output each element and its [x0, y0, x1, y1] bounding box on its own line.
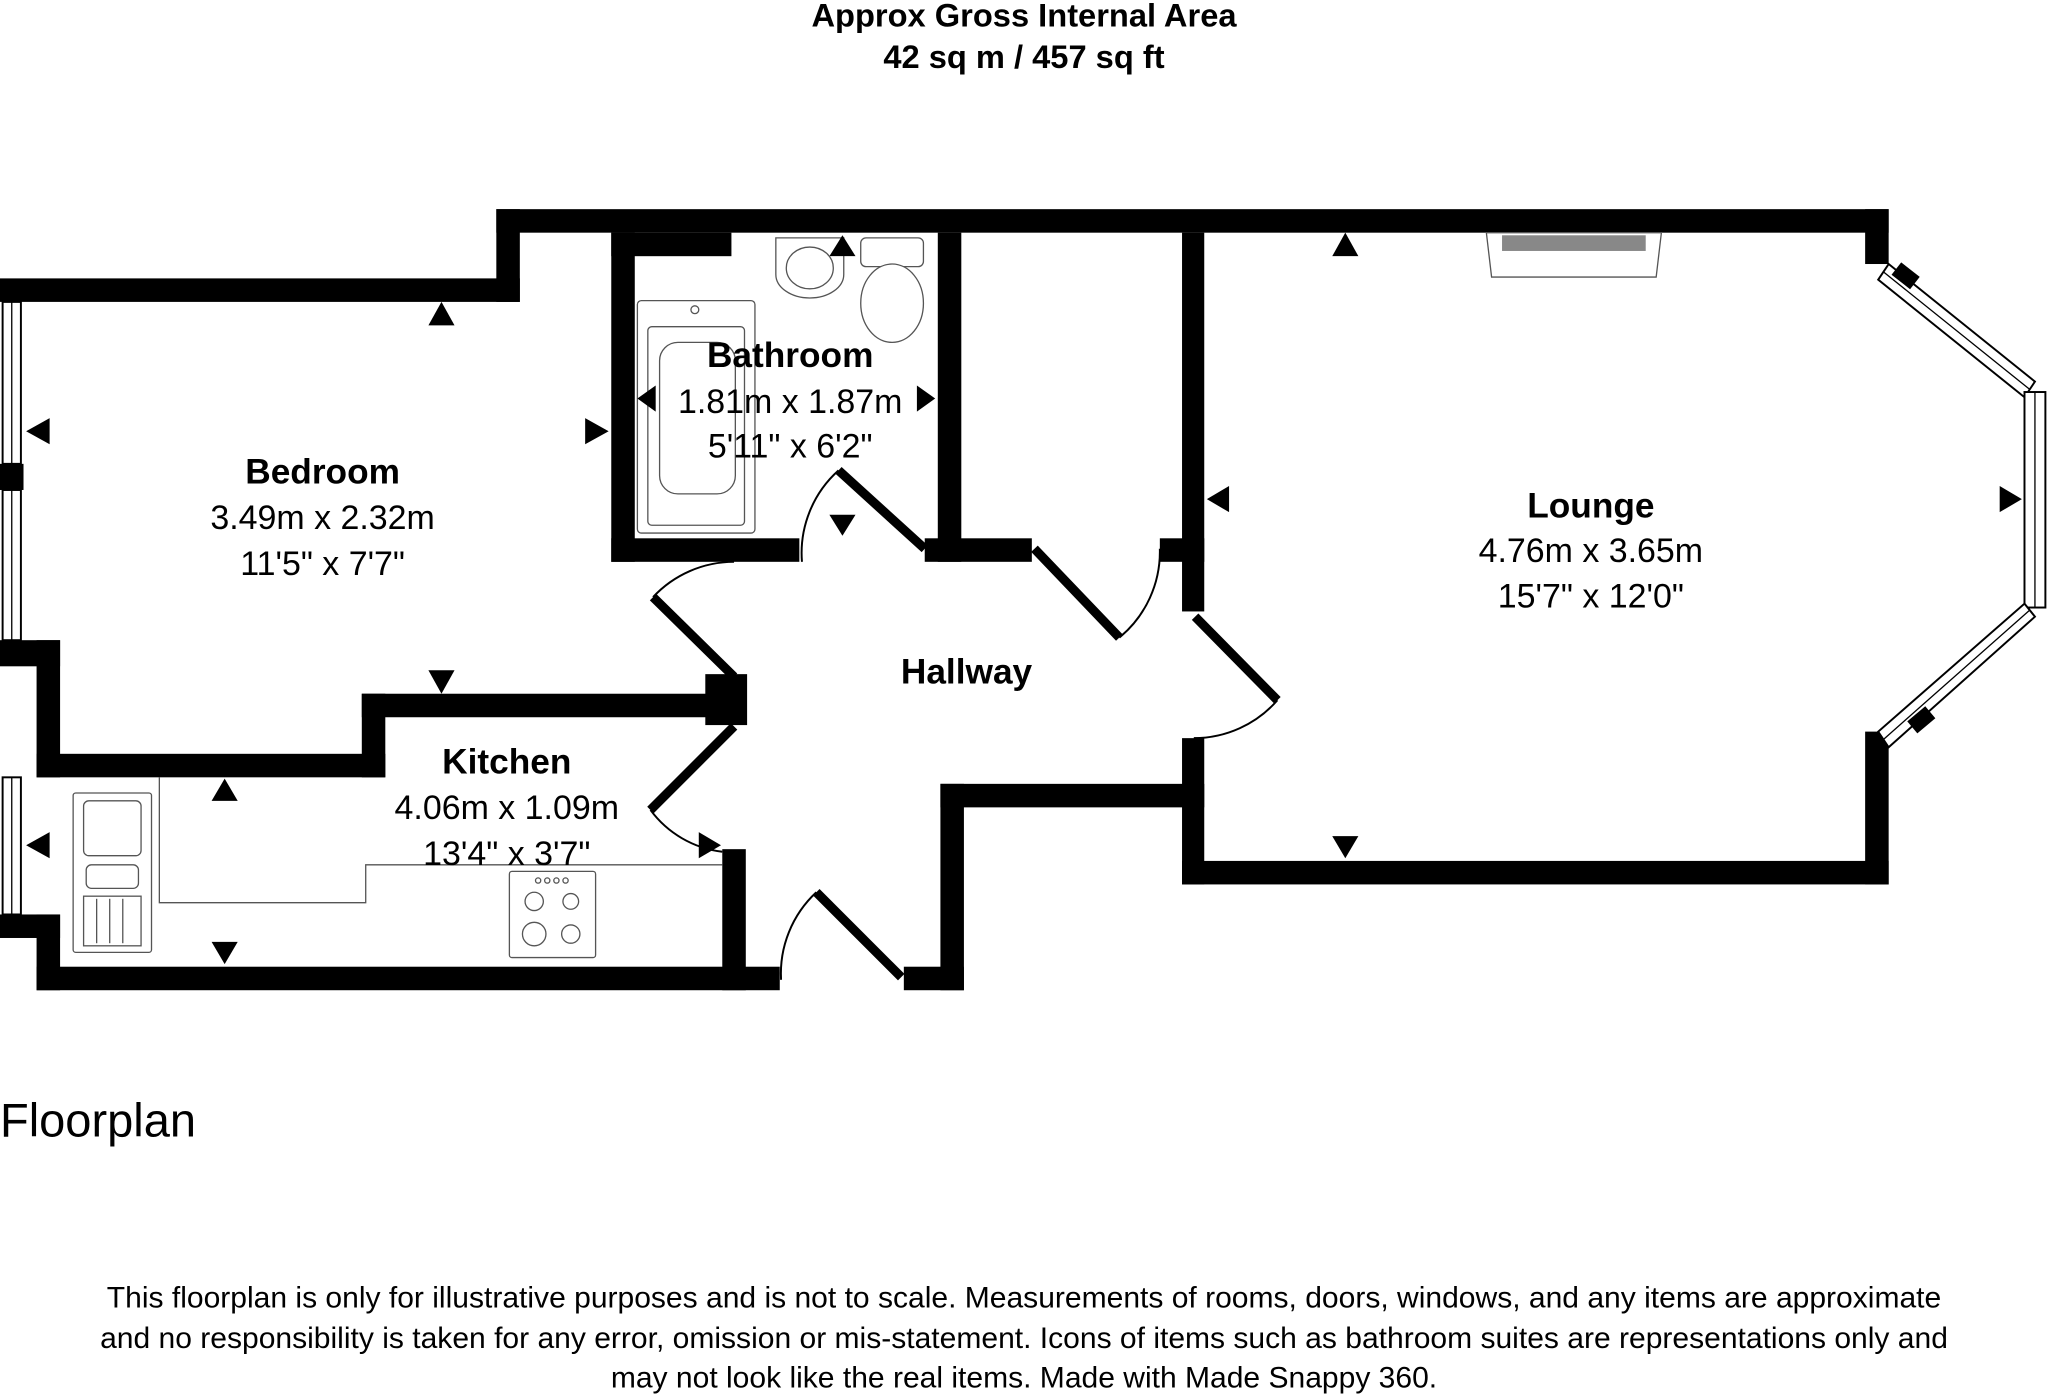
bathroom-imperial: 5'11" x 6'2"	[708, 427, 873, 465]
disclaimer: This floorplan is only for illustrative …	[100, 1282, 1948, 1394]
kitchen-metric: 4.06m x 1.09m	[395, 789, 619, 827]
lounge-name: Lounge	[1527, 486, 1654, 525]
sink-icon	[72, 792, 153, 953]
hallway-name: Hallway	[901, 652, 1033, 691]
doors	[647, 467, 1281, 981]
gross-area-value: 42 sq m / 457 sq ft	[883, 38, 1164, 75]
disclaimer-line-3: may not look like the real items. Made w…	[611, 1361, 1437, 1394]
bathtub-icon	[636, 299, 756, 534]
disclaimer-line-1: This floorplan is only for illustrative …	[107, 1282, 1941, 1315]
walls	[0, 209, 1889, 991]
windows	[1, 262, 2047, 916]
fireplace-icon	[1485, 232, 1663, 278]
fixtures	[72, 232, 1663, 959]
bathroom-name: Bathroom	[707, 336, 873, 375]
bedroom-name: Bedroom	[245, 452, 400, 491]
lounge-imperial: 15'7" x 12'0"	[1498, 578, 1684, 616]
bedroom-imperial: 11'5" x 7'7"	[240, 545, 405, 583]
basin-icon	[775, 237, 845, 299]
kitchen-name: Kitchen	[442, 742, 571, 781]
measurement-markers	[26, 232, 2022, 965]
kitchen-counter	[158, 777, 723, 904]
bathroom-metric: 1.81m x 1.87m	[678, 383, 902, 421]
hob-icon	[508, 870, 597, 959]
kitchen-imperial: 13'4" x 3'7"	[423, 835, 590, 873]
gross-area-title: Approx Gross Internal Area	[811, 0, 1237, 33]
room-labels: Bedroom 3.49m x 2.32m 11'5" x 7'7" Bathr…	[210, 336, 1703, 873]
floorplan-caption: Floorplan	[0, 1094, 196, 1147]
lounge-metric: 4.76m x 3.65m	[1479, 532, 1703, 570]
bedroom-metric: 3.49m x 2.32m	[210, 499, 434, 537]
toilet-icon	[860, 237, 925, 344]
disclaimer-line-2: and no responsibility is taken for any e…	[100, 1322, 1948, 1355]
